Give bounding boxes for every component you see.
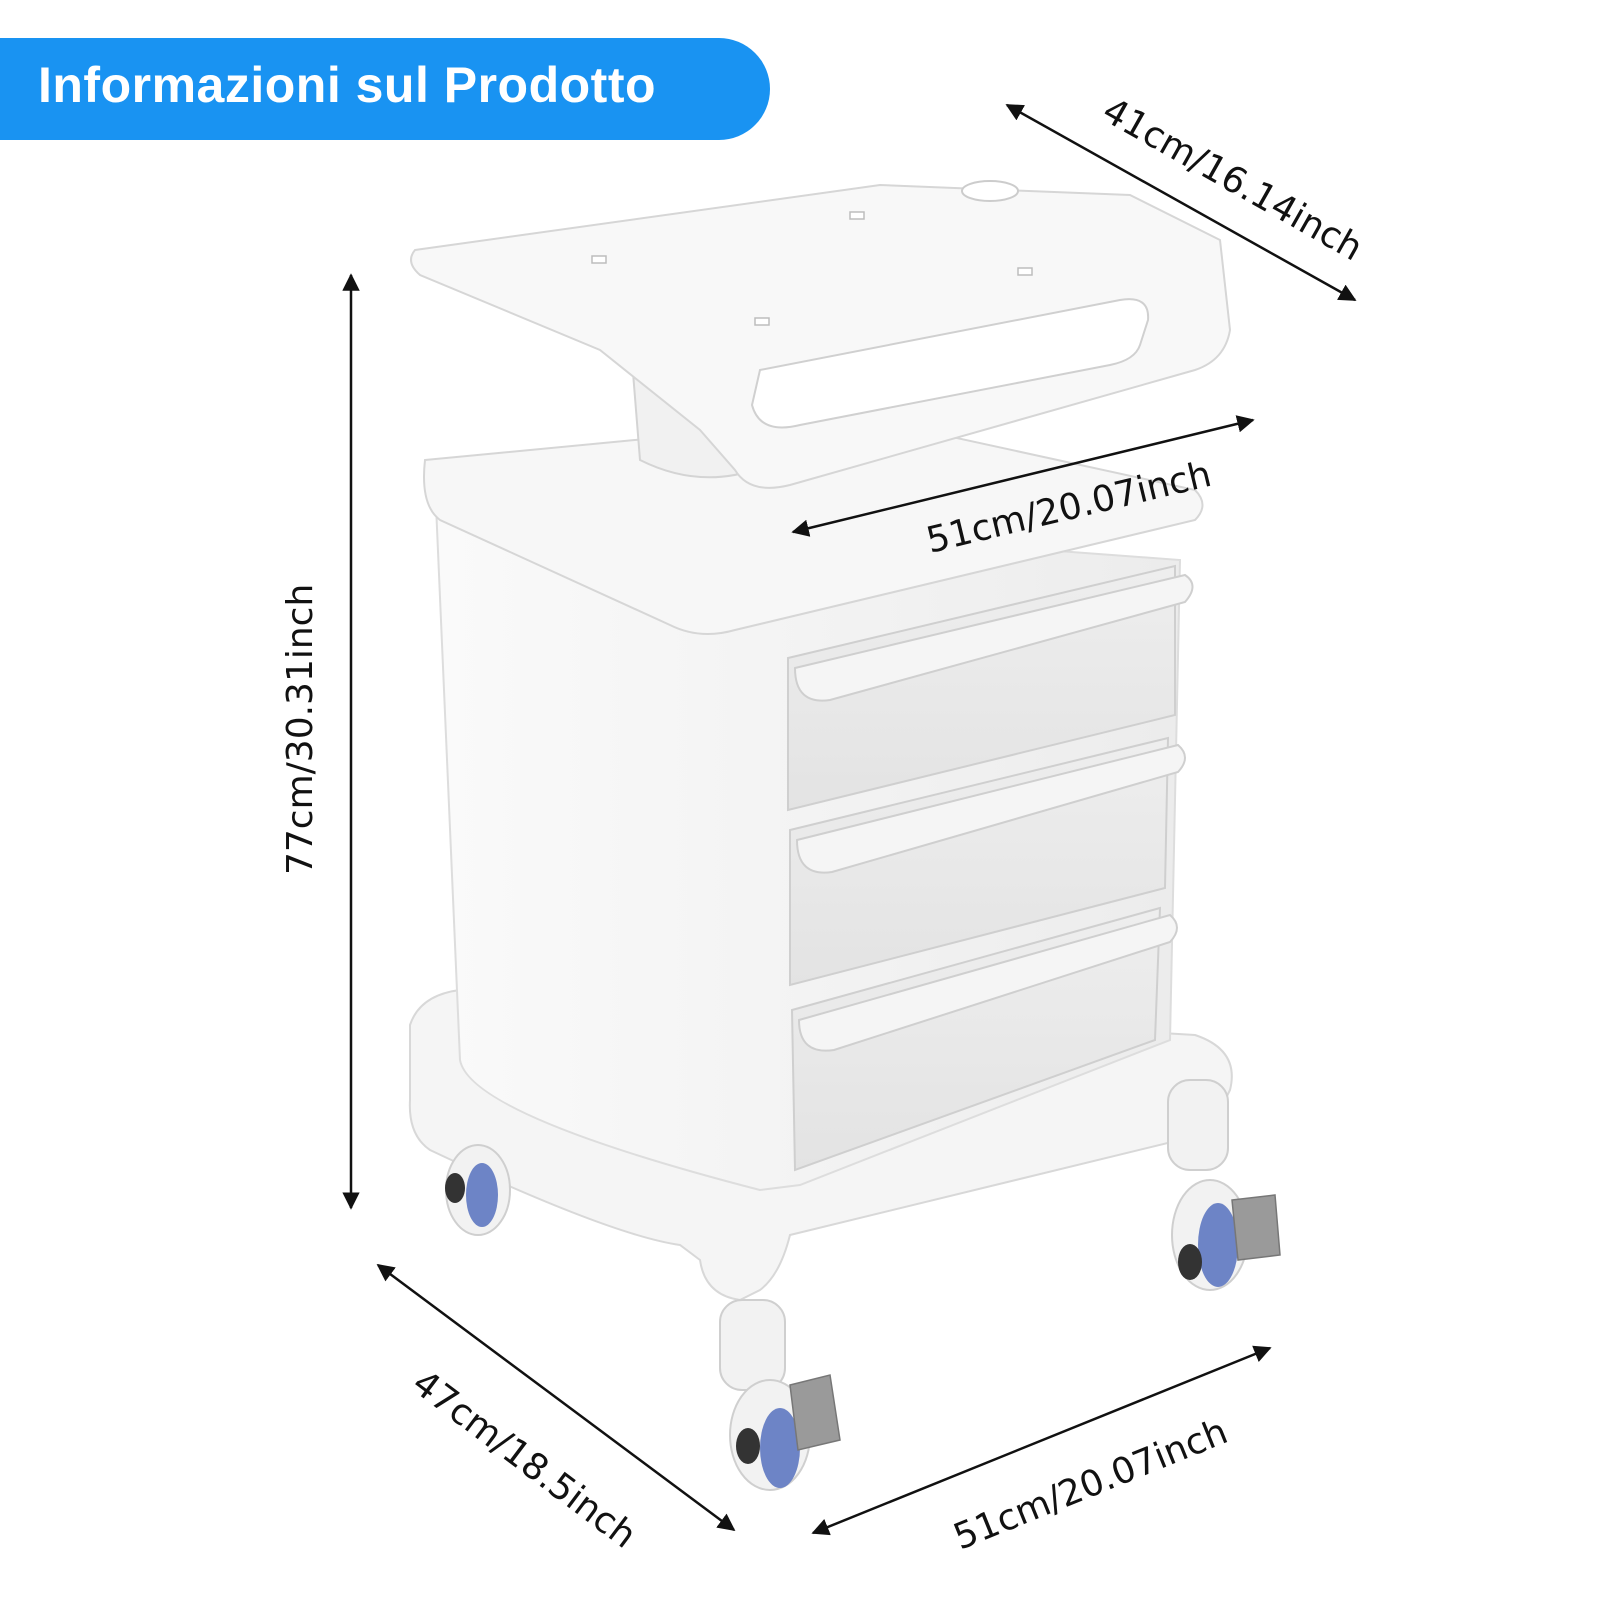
caster-left xyxy=(445,1144,511,1236)
drawer-middle xyxy=(789,736,1186,987)
label-height: 77cm/30.31inch xyxy=(280,584,321,875)
dimension-arrows xyxy=(342,103,1357,1536)
label-base-width: 51cm/20.07inch xyxy=(948,1411,1233,1558)
caster-right xyxy=(1167,1079,1281,1291)
cup-holder xyxy=(961,180,1019,202)
arrow-top-width xyxy=(791,415,1255,537)
drawer-top xyxy=(787,564,1194,812)
arrow-base-depth xyxy=(376,1263,736,1532)
cart-drawing xyxy=(408,180,1281,1491)
drawer-bottom xyxy=(790,906,1178,1172)
arrow-base-width xyxy=(811,1345,1272,1536)
arrow-top-depth xyxy=(1005,103,1357,302)
banner-title: Informazioni sul Prodotto xyxy=(38,57,657,113)
label-base-depth: 47cm/18.5inch xyxy=(405,1362,644,1556)
title-banner: Informazioni sul Prodotto xyxy=(0,38,770,140)
tray-handle-cutout xyxy=(750,298,1150,429)
caster-front xyxy=(719,1299,841,1491)
